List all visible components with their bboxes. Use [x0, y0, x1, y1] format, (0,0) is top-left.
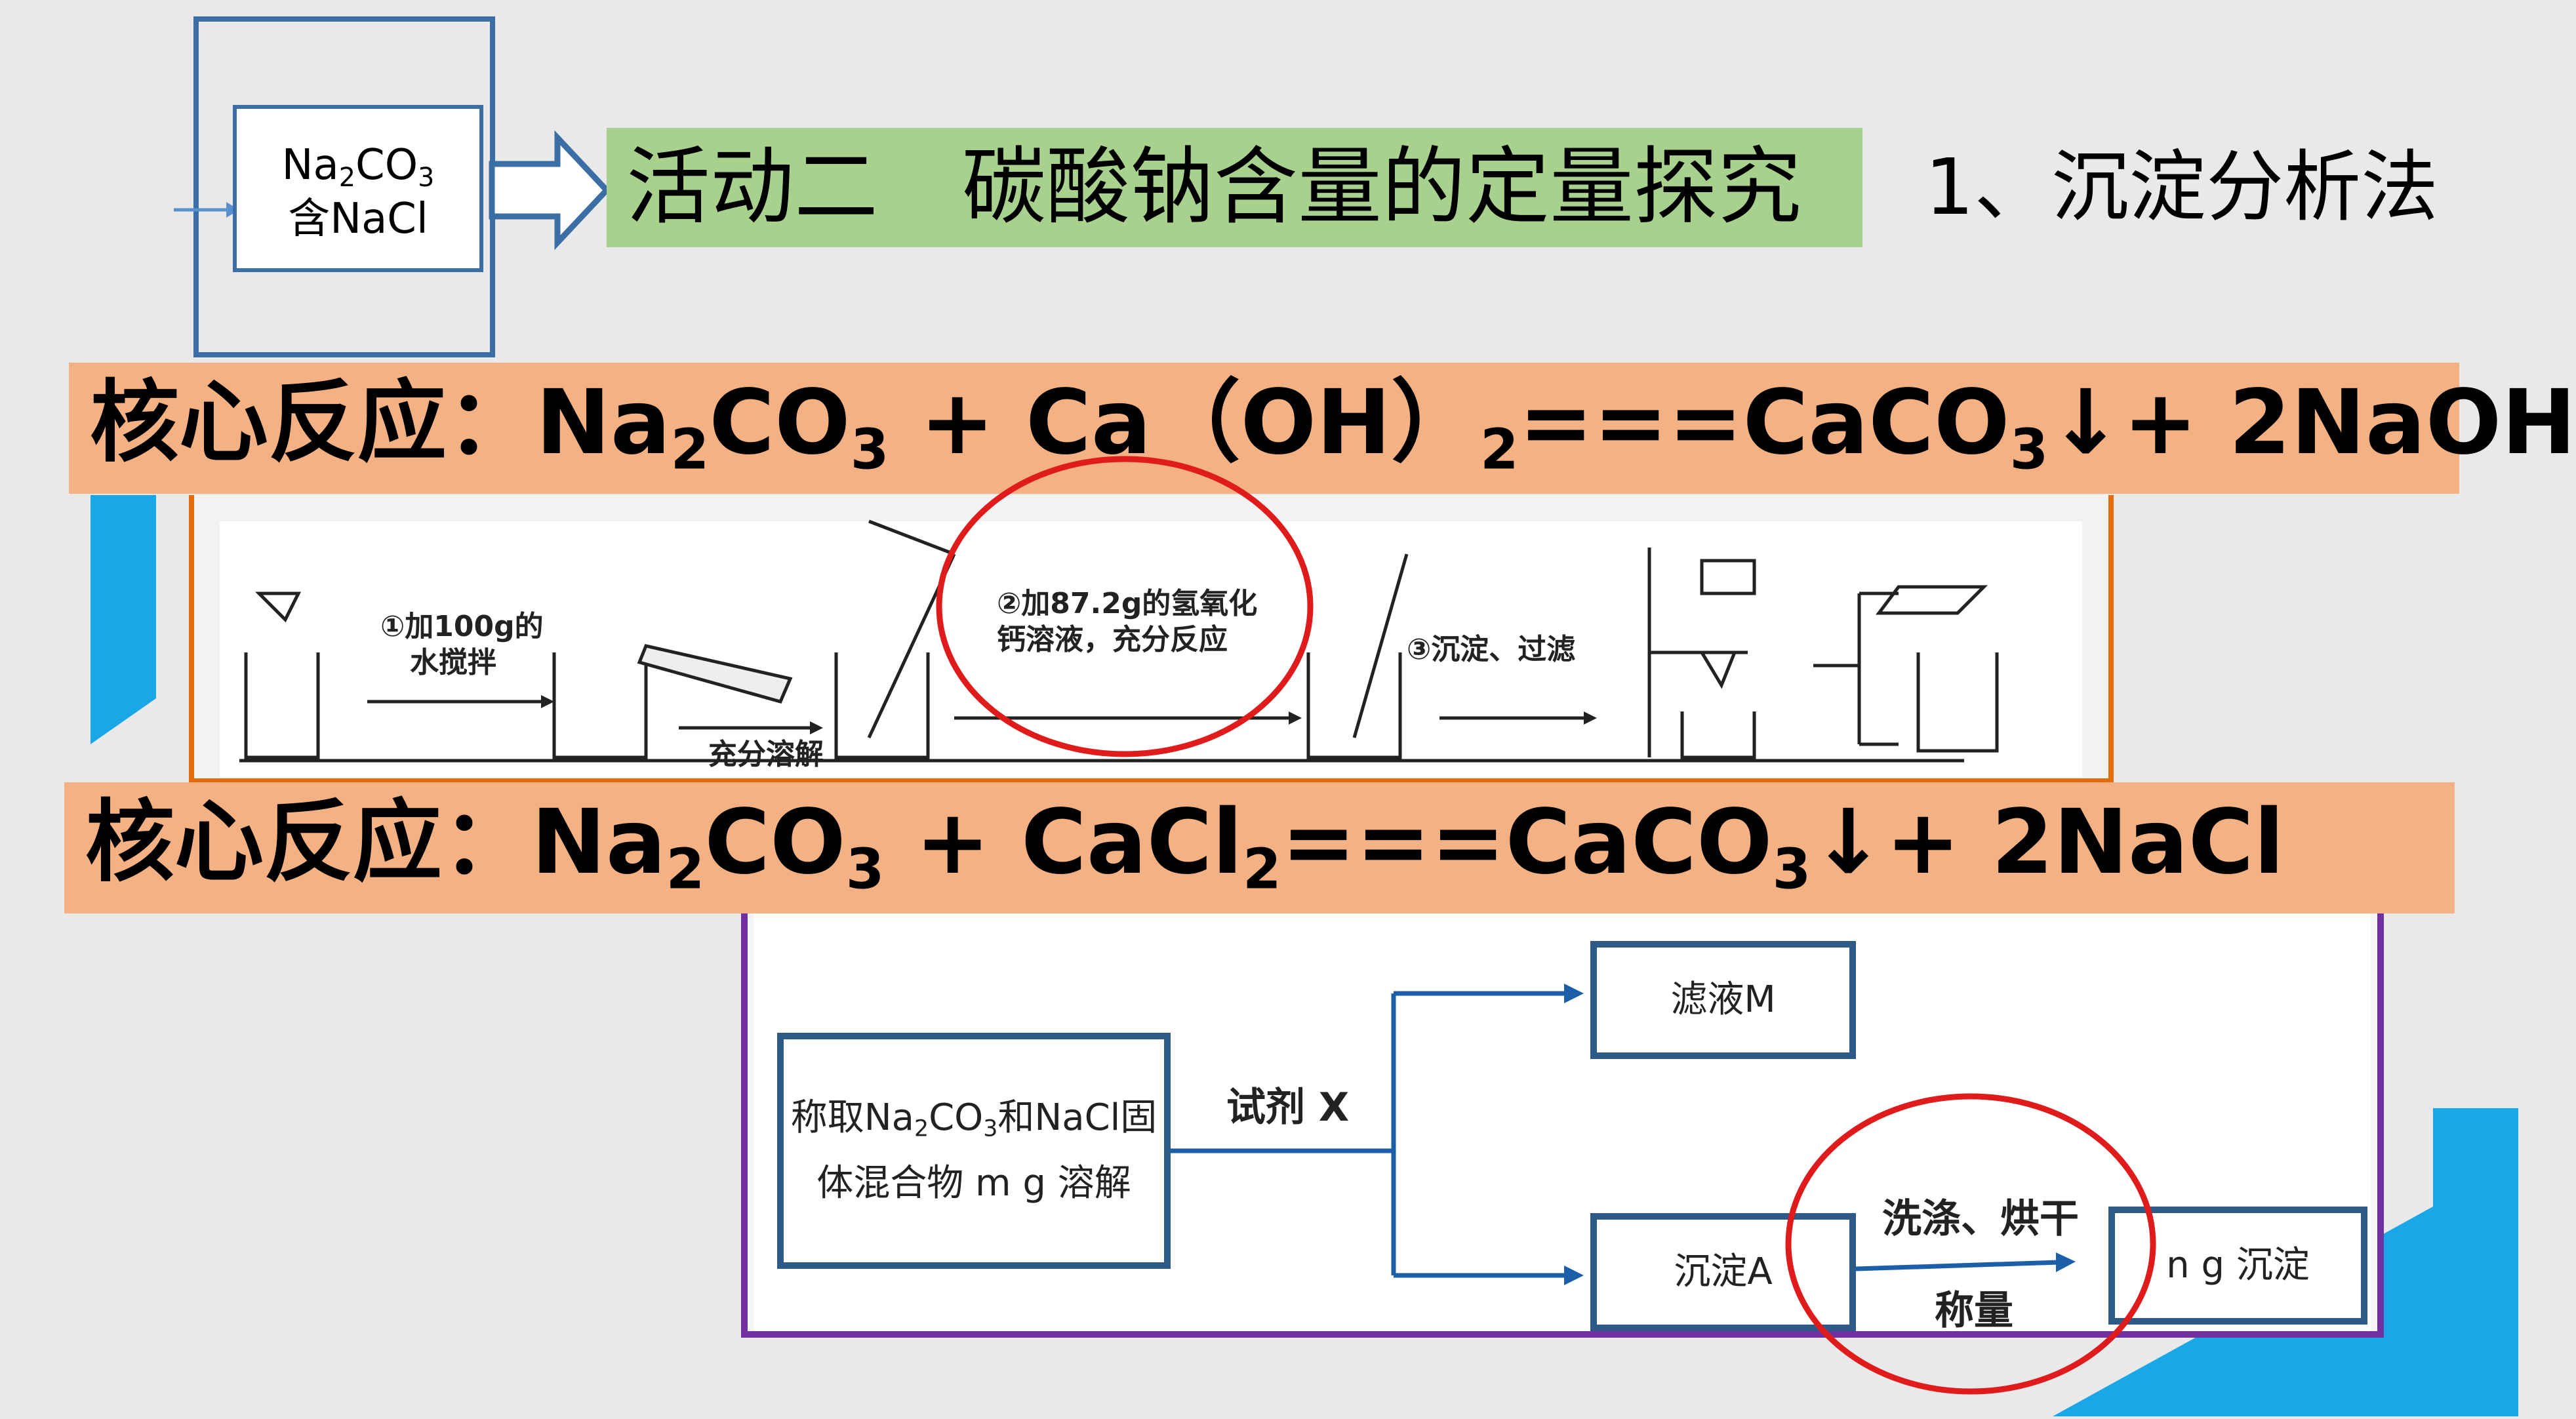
- exp-step3: ③沉淀、过滤: [1407, 633, 1575, 666]
- reagent-label: 试剂 X: [1226, 1085, 1350, 1130]
- exp-step1-line1: ①加100g的: [380, 610, 544, 643]
- method-label: 1、沉淀分析法: [1925, 142, 2439, 232]
- left-blue-decoration: [91, 495, 163, 744]
- highlight-circle-reagent: [931, 452, 1318, 763]
- wash-dry-label: 洗涤、烘干: [1882, 1196, 2079, 1242]
- input-arrow: [174, 197, 239, 226]
- mixture-formula: Na2CO3: [281, 141, 435, 193]
- mixture-note: 含NaCl: [288, 195, 428, 243]
- filtrate-box: 滤液M: [1590, 941, 1856, 1059]
- core-reaction-1: 核心反应：Na2CO3 + Ca（OH）2===CaCO3↓+ 2NaOH: [69, 363, 2576, 494]
- exp-step1-line2: 水搅拌: [410, 646, 496, 679]
- highlight-circle-wash: [1781, 1089, 2161, 1403]
- core-reaction-2: 核心反应：Na2CO3 + CaCl2===CaCO3↓+ 2NaCl: [64, 782, 2455, 913]
- experiment-diagram: ①加100g的 水搅拌 充分溶解 ②加87.2g的氢氧化 钙溶液，充分反应 ③沉…: [220, 519, 2082, 777]
- exp-step1b: 充分溶解: [708, 738, 824, 771]
- start-box: 称取Na2CO3和NaCl固 体混合物 m g 溶解: [777, 1033, 1171, 1269]
- exp-step2-line2: 钙溶液，充分反应: [997, 623, 1228, 656]
- slide-title: 活动二 碳酸钠含量的定量探究: [607, 128, 1862, 247]
- weigh-label: 称量: [1935, 1288, 2013, 1334]
- exp-step2-line1: ②加87.2g的氢氧化: [997, 587, 1257, 620]
- flowchart-connectors: [754, 911, 2371, 1331]
- big-right-arrow: [489, 130, 613, 252]
- mixture-box: Na2CO3 含NaCl: [233, 105, 483, 272]
